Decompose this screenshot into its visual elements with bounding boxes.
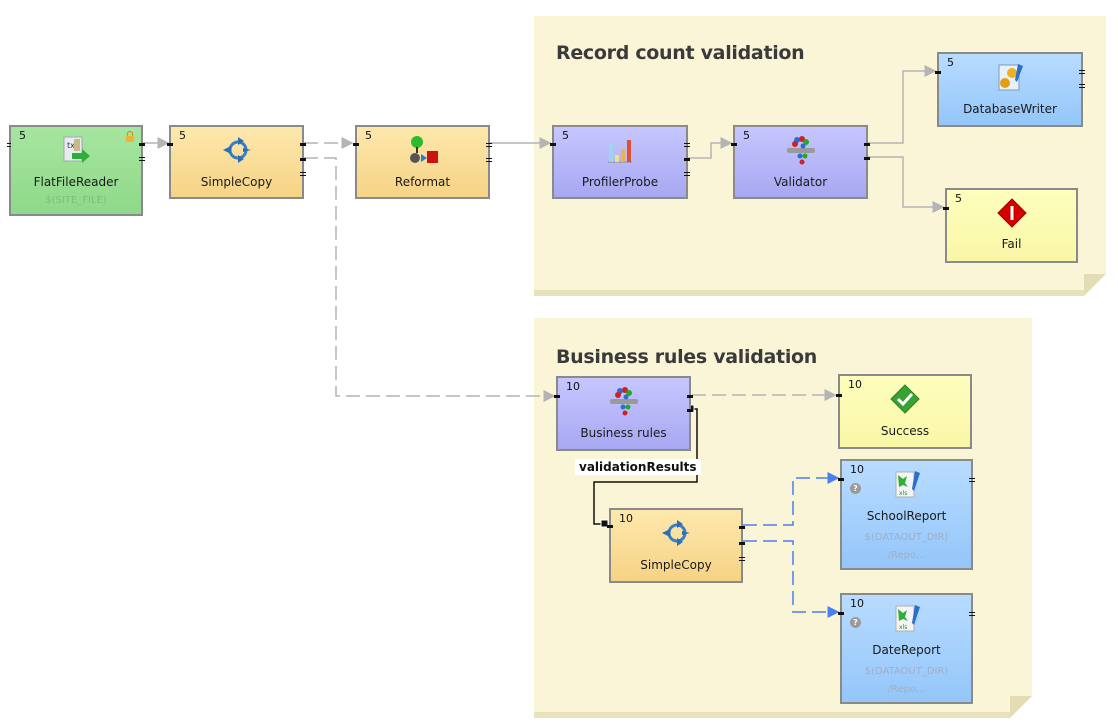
node-count: 5 bbox=[365, 129, 372, 142]
node-reformat[interactable]: 5 Reformat bbox=[353, 125, 492, 199]
node-file-url-suffix: /Repo... bbox=[887, 550, 926, 561]
node-file-url: $(DATAOUT_DIR) bbox=[864, 532, 949, 543]
note-fold bbox=[1010, 696, 1032, 718]
svg-text:xls: xls bbox=[899, 490, 907, 497]
fail-diamond-icon bbox=[996, 198, 1027, 228]
node-count: 10 bbox=[850, 597, 864, 610]
xls-writer-icon: xls bbox=[895, 471, 920, 498]
xls-writer-icon: xls bbox=[895, 605, 920, 632]
edge-label-validation-results[interactable]: validationResults bbox=[575, 459, 701, 475]
output-port[interactable] bbox=[739, 542, 745, 545]
node-label: ProfilerProbe bbox=[581, 175, 659, 189]
node-file-url-suffix: /Repo... bbox=[887, 684, 926, 695]
node-label: DatabaseWriter bbox=[963, 102, 1057, 116]
node-label: Business rules bbox=[580, 426, 667, 440]
output-port[interactable] bbox=[486, 158, 492, 162]
help-icon: ? bbox=[850, 617, 861, 628]
output-port[interactable] bbox=[486, 143, 492, 147]
output-port[interactable] bbox=[864, 157, 870, 160]
node-profilerprobe[interactable]: 5 ProfilerProbe bbox=[550, 125, 690, 199]
output-port[interactable] bbox=[687, 409, 693, 412]
node-count: 5 bbox=[743, 129, 750, 142]
output-port[interactable] bbox=[969, 612, 975, 616]
output-port[interactable] bbox=[739, 557, 745, 561]
note-title: Record count validation bbox=[556, 42, 805, 64]
node-file-url: $(DATAOUT_DIR) bbox=[864, 666, 949, 677]
output-port[interactable] bbox=[139, 157, 145, 161]
output-port[interactable] bbox=[684, 143, 690, 147]
output-port[interactable] bbox=[684, 158, 690, 161]
input-port[interactable] bbox=[935, 71, 941, 74]
input-port[interactable] bbox=[7, 143, 11, 147]
node-schoolreport[interactable]: 10 ? xls SchoolReport $(DATAOUT_DIR) /Re… bbox=[838, 459, 975, 570]
node-success[interactable]: 10 Success bbox=[836, 374, 972, 449]
success-check-icon bbox=[890, 384, 920, 414]
validator-icon bbox=[786, 136, 815, 165]
note-shadow bbox=[534, 290, 1090, 296]
node-count: 10 bbox=[848, 378, 862, 391]
node-businessrules[interactable]: 10 Business rules bbox=[554, 376, 693, 451]
input-port[interactable] bbox=[838, 478, 844, 481]
node-validator[interactable]: 5 Validator bbox=[731, 125, 870, 199]
input-port[interactable] bbox=[838, 612, 844, 615]
node-label: SimpleCopy bbox=[640, 558, 712, 572]
output-port[interactable] bbox=[300, 158, 306, 161]
node-file-url: $(SITE_FILE) bbox=[45, 195, 107, 206]
node-count: 10 bbox=[850, 463, 864, 476]
node-count: 5 bbox=[562, 129, 569, 142]
profiler-chart-icon bbox=[608, 140, 632, 163]
output-port[interactable] bbox=[969, 478, 975, 482]
simple-copy-icon bbox=[222, 137, 251, 163]
database-writer-icon bbox=[998, 64, 1023, 91]
flat-file-reader-icon: txt bbox=[63, 136, 90, 163]
output-port[interactable] bbox=[1079, 84, 1085, 88]
node-databasewriter[interactable]: 5 DatabaseWriter bbox=[935, 52, 1085, 127]
node-label: Validator bbox=[773, 175, 828, 189]
input-port[interactable] bbox=[607, 525, 613, 528]
input-port[interactable] bbox=[353, 143, 359, 146]
node-fail[interactable]: 5 Fail bbox=[943, 188, 1078, 263]
node-label: Reformat bbox=[394, 175, 451, 189]
node-label: Success bbox=[880, 424, 930, 438]
input-port[interactable] bbox=[943, 207, 949, 210]
node-label: DateReport bbox=[872, 643, 941, 657]
node-datereport[interactable]: 10 ? xls DateReport $(DATAOUT_DIR) /Repo… bbox=[838, 593, 975, 704]
output-port[interactable] bbox=[739, 526, 745, 529]
node-label: FlatFileReader bbox=[33, 175, 119, 189]
node-count: 10 bbox=[619, 512, 633, 525]
node-label: SimpleCopy bbox=[200, 175, 273, 189]
output-port[interactable] bbox=[684, 172, 690, 176]
input-port[interactable] bbox=[550, 143, 556, 146]
output-port[interactable] bbox=[300, 143, 306, 146]
node-count: 5 bbox=[955, 192, 962, 205]
note-shadow bbox=[534, 712, 1016, 718]
reformat-icon bbox=[409, 136, 438, 163]
node-count: 5 bbox=[179, 129, 186, 142]
node-simplecopy[interactable]: 5 SimpleCopy bbox=[167, 125, 306, 199]
simple-copy-icon bbox=[662, 520, 690, 546]
node-count: 10 bbox=[566, 380, 580, 393]
node-flatfilereader[interactable]: 5 txt FlatFileReader $(SITE_FILE) bbox=[7, 125, 145, 216]
input-port[interactable] bbox=[836, 394, 842, 397]
note-title: Business rules validation bbox=[556, 346, 818, 368]
input-port[interactable] bbox=[554, 395, 560, 398]
output-port[interactable] bbox=[1079, 70, 1085, 74]
lock-icon bbox=[126, 131, 134, 142]
node-count: 5 bbox=[947, 56, 954, 69]
node-count: 5 bbox=[19, 129, 26, 142]
node-label: SchoolReport bbox=[866, 509, 947, 523]
node-label: Fail bbox=[1001, 237, 1022, 251]
note-fold bbox=[1084, 274, 1106, 296]
output-port[interactable] bbox=[687, 395, 693, 398]
output-port[interactable] bbox=[139, 143, 145, 146]
node-simplecopy-2[interactable]: 10 SimpleCopy bbox=[607, 508, 745, 583]
validator-icon bbox=[609, 387, 638, 416]
svg-text:txt: txt bbox=[67, 141, 78, 150]
svg-text:xls: xls bbox=[899, 624, 907, 631]
input-port[interactable] bbox=[167, 143, 173, 146]
output-port[interactable] bbox=[864, 143, 870, 146]
help-icon: ? bbox=[850, 483, 861, 494]
output-port[interactable] bbox=[300, 172, 306, 176]
input-port[interactable] bbox=[731, 143, 737, 146]
